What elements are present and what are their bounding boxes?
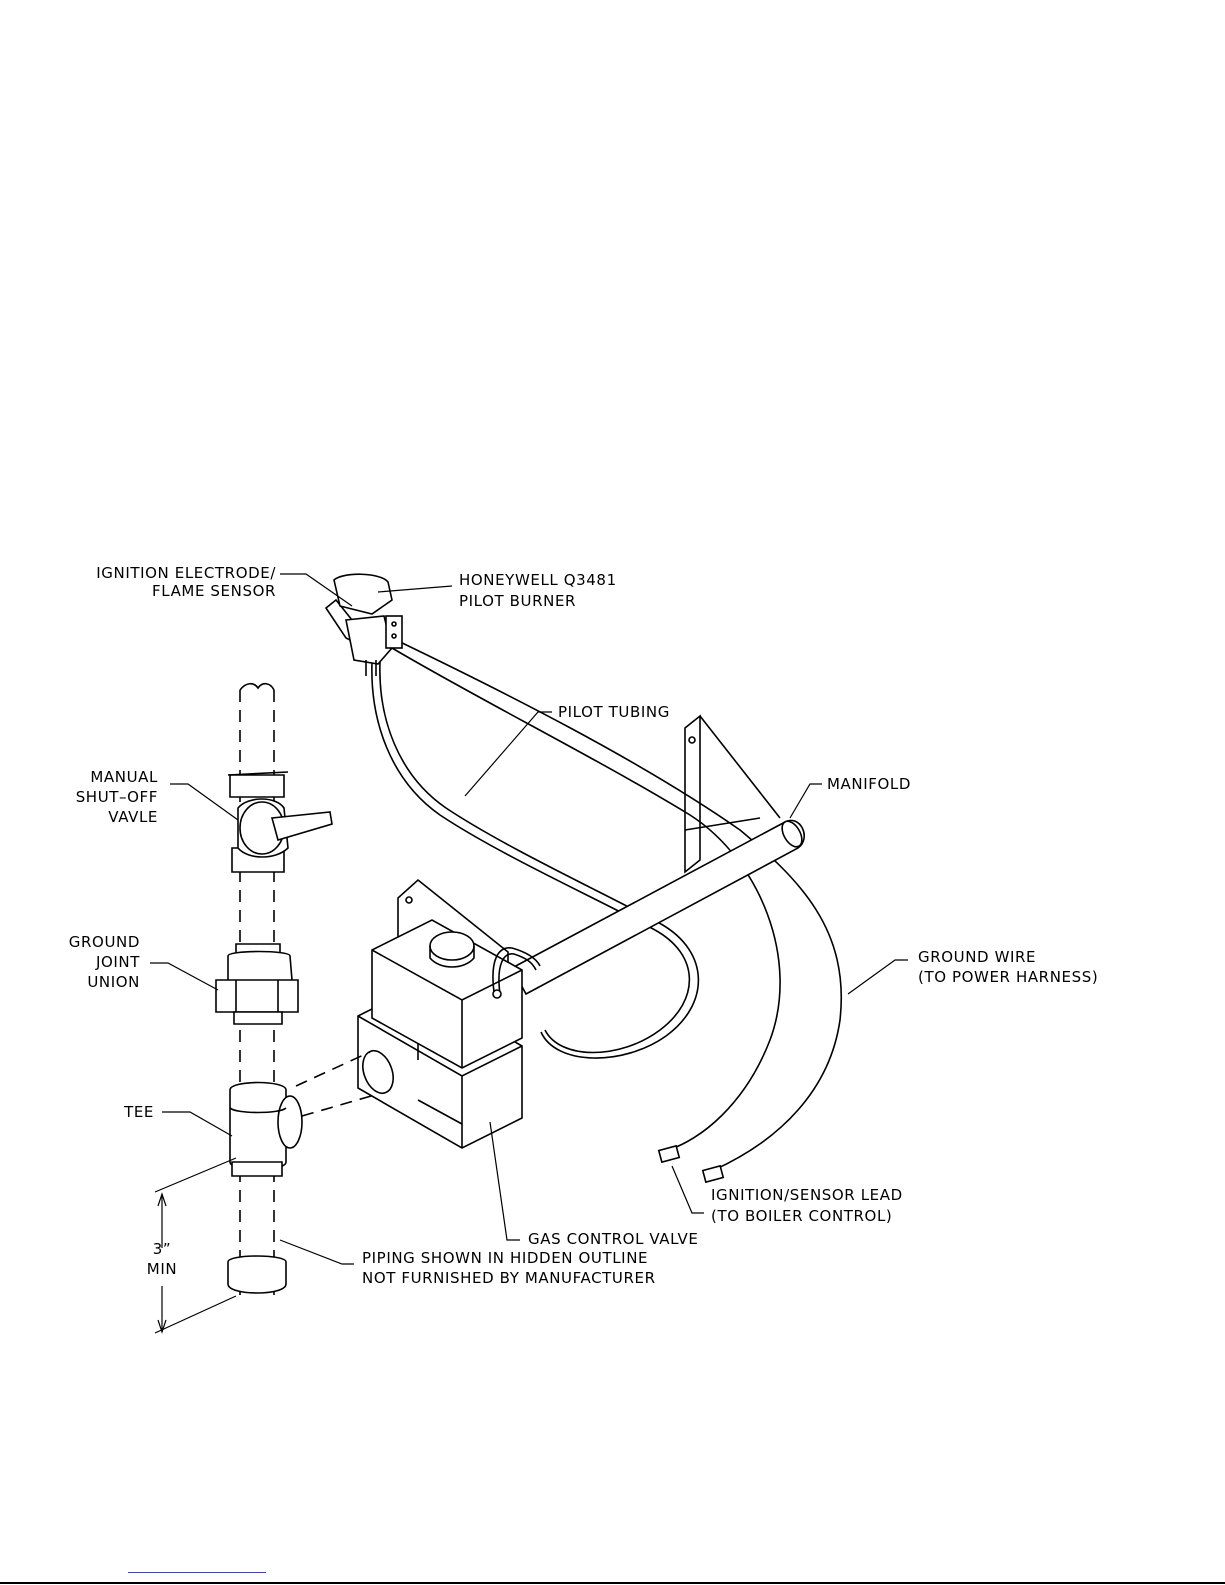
pilot-burner-label-2: PILOT BURNER — [459, 592, 576, 610]
union-label-2: JOINT — [95, 953, 140, 971]
tee-label: TEE — [123, 1103, 154, 1121]
pilot-burner — [326, 574, 402, 676]
tee-fitting — [230, 1083, 302, 1177]
union-label-3: UNION — [87, 973, 140, 991]
flame-sensor-label: FLAME SENSOR — [152, 582, 276, 600]
shutoff-valve-label-2: SHUT–OFF — [76, 788, 158, 806]
union-label-1: GROUND — [69, 933, 140, 951]
manual-shutoff-valve — [228, 772, 332, 872]
piping-note-1: PIPING SHOWN IN HIDDEN OUTLINE — [362, 1249, 648, 1267]
footer-rule — [0, 1582, 1225, 1584]
pilot-tubing-label: PILOT TUBING — [558, 703, 670, 721]
dimension-label-2: MIN — [147, 1260, 177, 1278]
piping-note-2: NOT FURNISHED BY MANUFACTURER — [362, 1269, 656, 1287]
gas-valve-label: GAS CONTROL VALVE — [528, 1230, 698, 1248]
pilot-burner-label: HONEYWELL Q3481 — [459, 571, 617, 589]
manifold-pipe — [512, 818, 806, 994]
ground-joint-union — [216, 944, 298, 1024]
ground-wire-label-2: (TO POWER HARNESS) — [918, 968, 1098, 986]
pipe-cap — [228, 1256, 286, 1293]
ignition-lead-label-1: IGNITION/SENSOR LEAD — [711, 1186, 903, 1204]
gas-control-valve — [357, 880, 540, 1148]
dimension-label-1: 3” — [153, 1240, 172, 1258]
shutoff-valve-label-1: MANUAL — [90, 768, 158, 786]
ignition-lead-label-2: (TO BOILER CONTROL) — [711, 1207, 892, 1225]
footer-link-underline[interactable] — [128, 1572, 266, 1573]
ignition-electrode-label: IGNITION ELECTRODE/ — [96, 564, 276, 582]
ground-wire-label-1: GROUND WIRE — [918, 948, 1036, 966]
shutoff-valve-label-3: VAVLE — [108, 808, 158, 826]
manifold-label: MANIFOLD — [827, 775, 911, 793]
callout-labels: IGNITION ELECTRODE/ FLAME SENSOR HONEYWE… — [69, 564, 1099, 1287]
